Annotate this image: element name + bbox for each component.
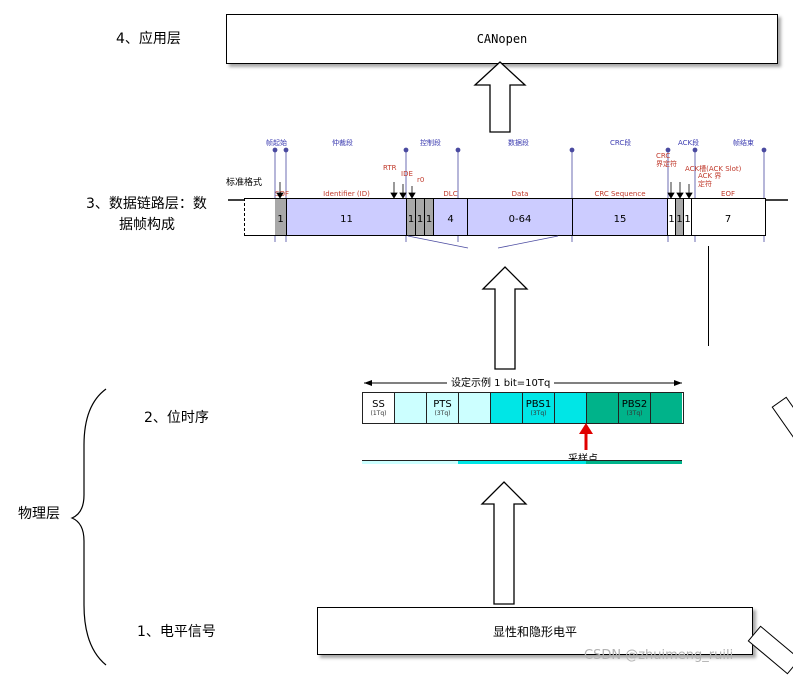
ide-label: IDE [401,170,413,178]
field-sof: SOF1 [275,190,289,235]
field-rtr: 1 [407,199,416,235]
up-arrow-icon-middle [481,266,529,370]
frame-bottom-lines [407,235,559,249]
datalink-layer-label-line1: 3、数据链路层：数 [86,196,207,212]
segment-header-data: 数据段 [508,139,529,147]
segment-header-control: 控制段 [420,139,441,147]
tq-pbs1-2: PBS1(3Tq) [523,393,555,423]
tq-pbs1-1 [491,393,523,423]
r0-label: r0 [417,176,425,184]
physical-layer-label: 物理层 [18,506,60,522]
ack-delimiter-label: ACK 界定符 [698,172,722,188]
electrical-level-box: 显性和隐形电平 [317,607,753,655]
electrical-level-box-label: 显性和隐形电平 [492,624,577,639]
field-ack-delimiter: 1 [684,199,692,235]
bit-timing-title: 设定示例 1 bit=10Tq [447,374,555,389]
tq-pbs1-3 [555,393,587,423]
can-frame-diagram: 帧起始 仲裁段 控制段 数据段 CRC段 ACK段 帧结束 标准格式 RTR I… [226,138,788,249]
rtr-label: RTR [383,164,397,172]
sample-point-arrow-icon [579,423,593,450]
edge-box-right-top [771,396,793,442]
physical-layer-brace [70,388,107,666]
field-identifier: Identifier (ID)11 [287,190,407,235]
segment-header-eof: 帧结束 [733,139,754,147]
tq-pbs2-3 [651,393,682,423]
tq-pbs2-2: PBS2(3Tq) [619,393,651,423]
field-ack-slot: 1 [676,199,684,235]
datalink-layer-label-line2: 据帧构成 [119,217,175,233]
tq-pbs2-1 [587,393,619,423]
field-ide: 1 [416,199,425,235]
tq-pts-3 [459,393,491,423]
canopen-box: CANopen [226,14,778,64]
sample-point-label: 采样点 [568,454,598,465]
edge-box-right-bottom [747,625,793,675]
segment-header-crc: CRC段 [610,139,632,147]
segment-header-arbitration: 仲裁段 [332,139,353,147]
tq-pts-2: PTS(3Tq) [427,393,459,423]
tq-bar-partial [362,460,682,467]
crc-delimiter-label: CRC 界定符 [656,152,677,168]
tq-bar: SS(1Tq) PTS(3Tq) PBS1(3Tq) PBS2(3Tq) [362,392,684,424]
csdn-watermark: CSDN @zhuimeng_ruili [584,648,734,663]
up-arrow-icon-top [473,61,527,133]
electrical-level-label: 1、电平信号 [137,624,216,640]
frame-right-line [708,246,709,346]
tq-ss: SS(1Tq) [363,393,395,423]
bit-timing-diagram: 设定示例 1 bit=10Tq SS(1Tq) PTS(3Tq) PBS1(3T… [362,372,684,468]
up-arrow-icon-bottom [480,481,528,605]
segment-header-sof: 帧起始 [266,139,287,147]
field-r0: 1 [425,199,434,235]
canopen-box-label: CANopen [476,32,528,46]
ack-slot-label: ACK槽(ACK Slot) [685,165,742,173]
field-crc-delimiter: 1 [668,199,676,235]
application-layer-label: 4、应用层 [116,31,181,47]
bit-timing-label: 2、位时序 [144,410,209,426]
standard-format-label: 标准格式 [226,178,263,188]
field-pointer-arrows [276,182,693,199]
segment-header-ack: ACK段 [678,139,700,147]
tq-pts-1 [395,393,427,423]
